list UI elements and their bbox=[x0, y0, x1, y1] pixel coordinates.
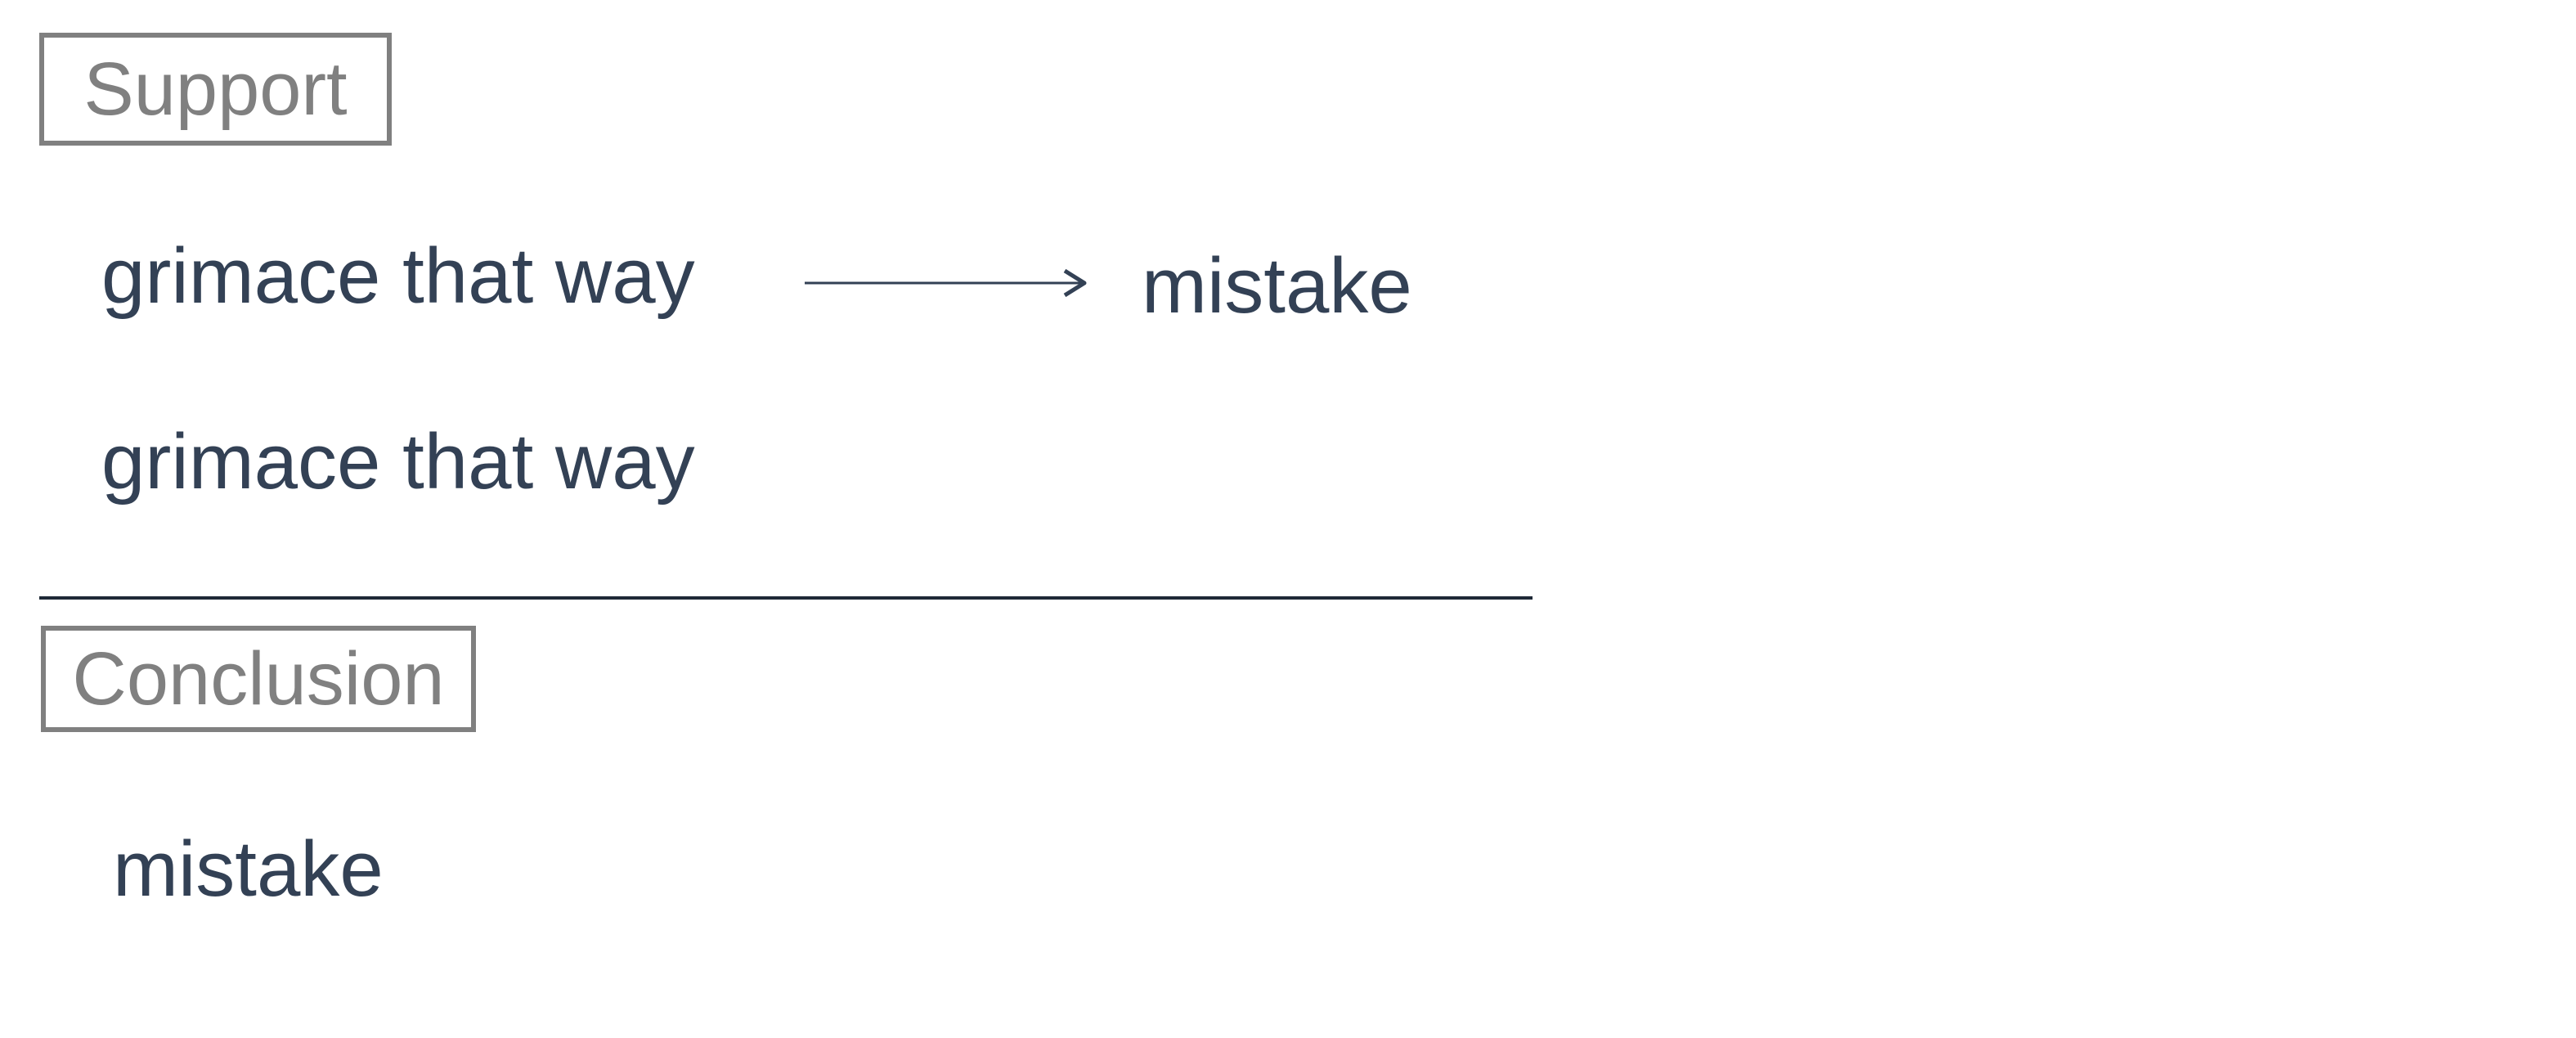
support-premise-1: grimace that way bbox=[101, 232, 695, 320]
arrow-right-icon bbox=[805, 268, 1087, 298]
conclusion-text: mistake bbox=[113, 825, 384, 913]
divider bbox=[39, 596, 1533, 600]
support-heading: Support bbox=[83, 47, 348, 131]
conclusion-heading: Conclusion bbox=[72, 637, 445, 721]
conclusion-heading-box: Conclusion bbox=[41, 626, 476, 732]
support-premise-2: grimace that way bbox=[101, 418, 695, 506]
support-result-1: mistake bbox=[1142, 242, 1412, 330]
support-heading-box: Support bbox=[39, 33, 392, 146]
